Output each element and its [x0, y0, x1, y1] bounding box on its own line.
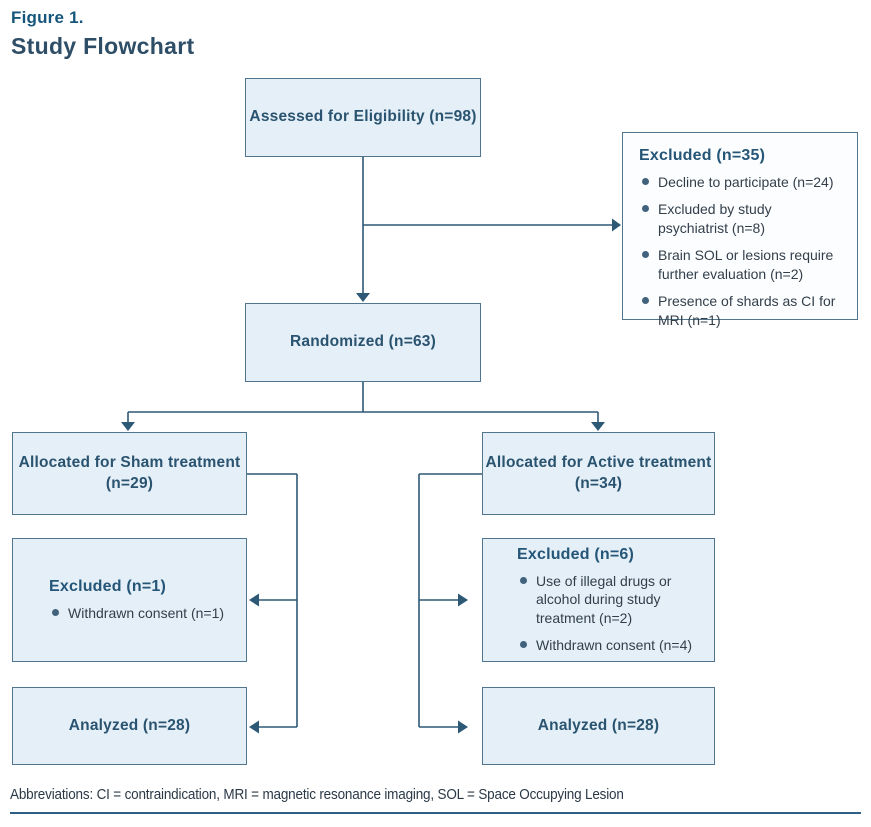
- connector-assessed-excluded: [363, 218, 621, 232]
- excluded-reason-item: Withdrawn consent (n=4): [520, 636, 704, 654]
- excluded-reason-item: Presence of shards as CI for MRI (n=1): [642, 292, 845, 329]
- excluded-sham-box: Excluded (n=1) Withdrawn consent (n=1): [12, 538, 247, 662]
- excluded-reason-text: Use of illegal drugs or alcohol during s…: [536, 572, 672, 626]
- connector-randomized-split: [121, 382, 605, 431]
- excluded-reason-item: Brain SOL or lesions require further eva…: [642, 246, 845, 283]
- connector-assessed-randomized: [356, 157, 370, 302]
- excluded-reason-item: Use of illegal drugs or alcohol during s…: [520, 572, 704, 627]
- bullet-icon: [520, 576, 527, 584]
- excluded-eligibility-title: Excluded (n=35): [639, 147, 766, 164]
- excluded-reason-item: Withdrawn consent (n=1): [52, 604, 236, 622]
- figure-titles: Figure 1. Study Flowchart: [11, 8, 194, 60]
- bullet-icon: [642, 178, 649, 185]
- excluded-reason-text: Excluded by study psychiatrist (n=8): [658, 201, 772, 236]
- abbreviations-note: Abbreviations: CI = contraindication, MR…: [10, 786, 624, 803]
- excluded-active-title: Excluded (n=6): [517, 545, 635, 563]
- excluded-reason-text: Withdrawn consent (n=1): [68, 604, 225, 621]
- excluded-reason-item: Decline to participate (n=24): [642, 173, 845, 191]
- excluded-reason-text: Withdrawn consent (n=4): [536, 636, 693, 653]
- bullet-icon: [642, 205, 649, 213]
- excluded-active-reasons: Use of illegal drugs or alcohol during s…: [517, 572, 704, 655]
- excluded-reason-item: Excluded by study psychiatrist (n=8): [642, 200, 845, 237]
- excluded-sham-reasons: Withdrawn consent (n=1): [49, 604, 236, 622]
- bullet-icon: [52, 608, 59, 616]
- footer-divider: [10, 812, 861, 814]
- allocated-sham-box: Allocated for Sham treatment (n=29): [12, 432, 247, 515]
- figure-number: Figure 1.: [11, 8, 84, 27]
- connector-sham-arm: [247, 473, 298, 734]
- excluded-reason-text: Brain SOL or lesions require further eva…: [658, 247, 834, 282]
- bullet-icon: [520, 640, 527, 648]
- page-title: Study Flowchart: [11, 33, 195, 59]
- allocated-active-box: Allocated for Active treatment (n=34): [482, 432, 715, 515]
- bullet-icon: [642, 297, 649, 305]
- excluded-reason-text: Decline to participate (n=24): [658, 174, 834, 190]
- excluded-eligibility-reasons: Decline to participate (n=24) Excluded by…: [639, 173, 845, 329]
- excluded-active-box: Excluded (n=6) Use of illegal drugs or a…: [482, 538, 715, 662]
- excluded-eligibility-box: Excluded (n=35) Decline to participate (…: [622, 132, 858, 328]
- excluded-sham-title: Excluded (n=1): [49, 577, 167, 595]
- excluded-reason-text: Presence of shards as CI for MRI (n=1): [658, 293, 836, 328]
- analyzed-sham-box: Analyzed (n=28): [12, 687, 247, 765]
- analyzed-active-box: Analyzed (n=28): [482, 687, 715, 765]
- randomized-box: Randomized (n=63): [245, 303, 481, 382]
- assessed-eligibility-box: Assessed for Eligibility (n=98): [245, 78, 481, 157]
- connector-active-arm: [418, 473, 482, 734]
- bullet-icon: [642, 251, 649, 259]
